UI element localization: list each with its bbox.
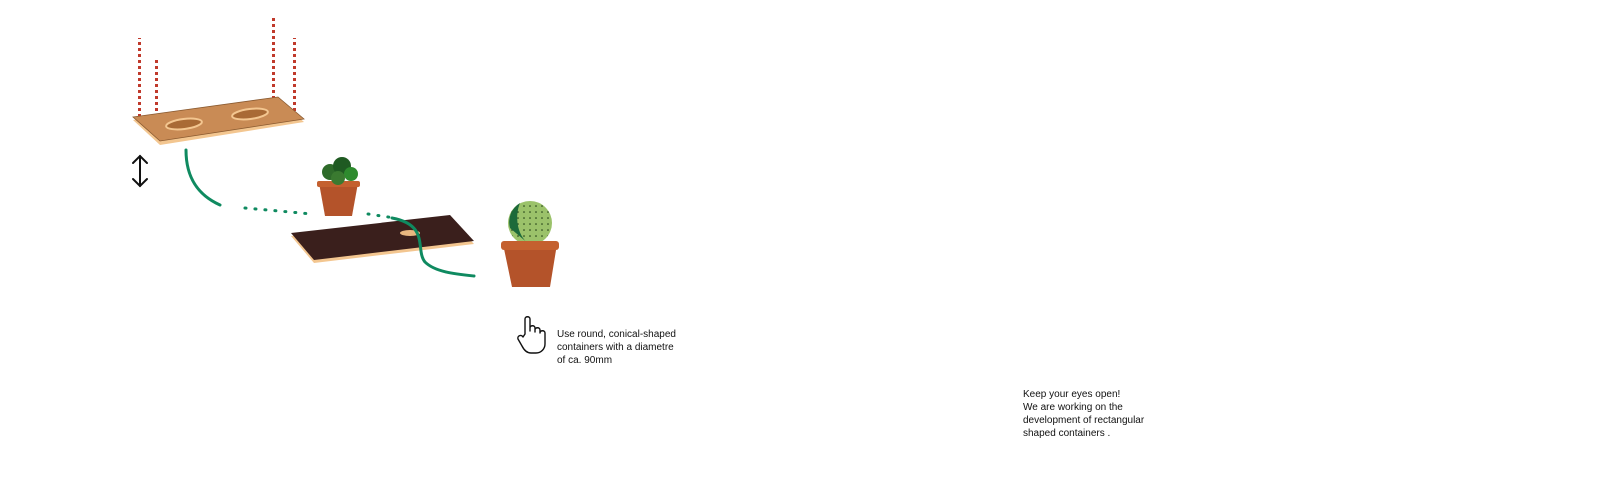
note-line: shaped containers .	[1023, 428, 1111, 439]
dark-board-1	[291, 215, 474, 263]
large-cactus-pot	[501, 201, 559, 287]
rope	[272, 18, 275, 108]
note-line: development of rectangular	[1023, 415, 1145, 426]
note-line: We are working on the	[1023, 402, 1123, 413]
connector-line	[184, 148, 222, 207]
connector-dotted	[243, 206, 314, 216]
note-round-containers: Use round, conical-shaped containers wit…	[557, 328, 676, 367]
note-line: containers with a diametre	[557, 342, 674, 353]
note-line: Keep your eyes open!	[1023, 389, 1121, 400]
shelf-hole	[231, 107, 269, 121]
rope	[138, 38, 141, 120]
note-rectangular-containers: Keep your eyes open! We are working on t…	[1023, 388, 1144, 440]
note-line: Use round, conical-shaped	[557, 329, 676, 340]
rope	[155, 58, 158, 138]
rope	[293, 38, 296, 124]
height-adjust-arrow-icon	[132, 154, 148, 188]
step1-shelf	[132, 18, 305, 145]
connector-line	[390, 216, 476, 278]
shelf-hole	[165, 117, 203, 131]
hand-pointer-icon	[517, 316, 546, 354]
note-line: of ca. 90mm	[557, 355, 613, 366]
potted-shrub	[317, 157, 360, 216]
